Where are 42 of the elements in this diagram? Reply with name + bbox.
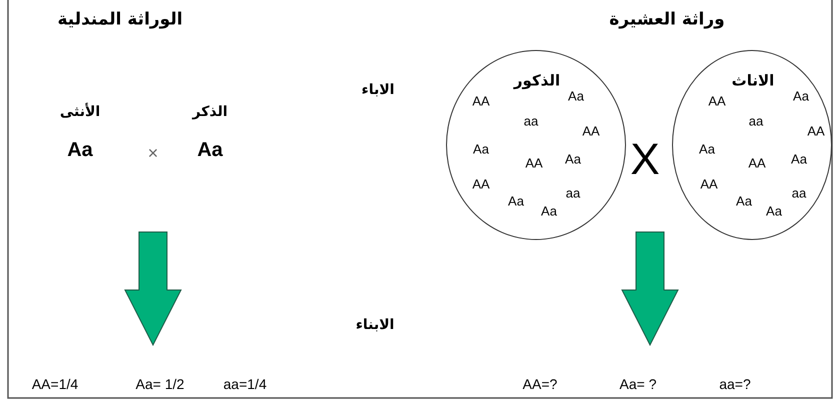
sex-label: الأنثى (60, 105, 100, 119)
ratio-text: AA=1/4 (32, 377, 78, 391)
genotype: AA (525, 156, 543, 170)
genotype: AA (748, 156, 766, 170)
ratio-text: aa=1/4 (223, 377, 267, 391)
population-circle (446, 50, 626, 240)
genotype: Aa (736, 194, 752, 208)
cross-sign: X (630, 138, 660, 182)
group-heading: الاناث (732, 74, 774, 88)
genotype: Aa (508, 194, 524, 208)
row-label: الاباء (362, 83, 394, 97)
genotype: Aa (67, 140, 93, 160)
genotype: aa (748, 114, 764, 128)
ratio-text: Aa= ? (620, 377, 656, 391)
genotype: Aa (699, 142, 715, 156)
genotype: Aa (197, 140, 223, 160)
genotype: aa (566, 186, 580, 200)
heading: وراثة العشيرة (609, 12, 725, 28)
cross-sign: × (148, 144, 158, 162)
genotype: Aa (793, 90, 809, 102)
group-heading: الذكور (514, 74, 560, 88)
genotype: Aa (541, 204, 557, 218)
genotype: aa (524, 114, 538, 128)
genotype: AA (708, 94, 726, 108)
genotype: AA (700, 178, 718, 190)
sex-label: الذكر (192, 105, 228, 119)
genotype: aa (792, 186, 806, 200)
ratio-text: AA=? (522, 377, 558, 391)
genotype: Aa (473, 142, 489, 156)
genotype: AA (582, 124, 600, 138)
genotype: AA (807, 124, 825, 138)
genotype: Aa (791, 152, 807, 166)
heading: الوراثة المندلية (57, 12, 183, 28)
genotype: AA (472, 94, 490, 108)
genotype: Aa (565, 152, 581, 166)
ratio-text: aa=? (719, 377, 751, 391)
genotype: Aa (568, 90, 584, 102)
genotype: Aa (766, 204, 782, 218)
genotype: AA (472, 178, 490, 190)
ratio-text: Aa= 1/2 (136, 377, 184, 391)
row-label: الابناء (356, 318, 394, 332)
population-circle (672, 50, 832, 240)
